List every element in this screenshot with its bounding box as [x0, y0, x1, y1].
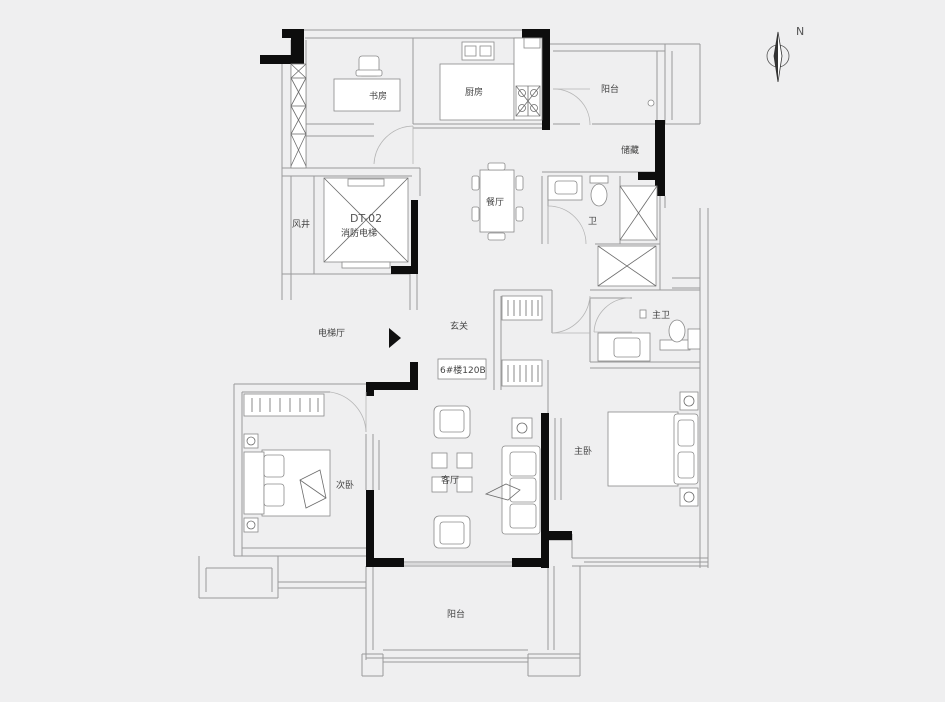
- room-label-foyer: 玄关: [450, 320, 468, 332]
- unit-type-label: 6#楼120B: [440, 364, 486, 376]
- room-label-master-bedroom: 主卧: [574, 445, 592, 457]
- room-label-storage: 储藏: [621, 144, 639, 156]
- kitchen-furniture: [439, 37, 543, 121]
- room-label-kitchen: 厨房: [465, 86, 483, 98]
- room-label-dining: 餐厅: [486, 196, 504, 208]
- doors: [329, 88, 632, 433]
- room-label-bath: 卫: [588, 217, 597, 227]
- master-bedroom-furniture: [607, 391, 699, 507]
- room-label-air-shaft: 风井: [292, 218, 310, 230]
- entrance-arrow-icon: [389, 328, 401, 348]
- compass-north-label: N: [796, 25, 804, 38]
- balcony-north-details: [647, 99, 655, 107]
- room-label-elevator-hall: 电梯厅: [318, 327, 345, 339]
- room-label-study: 书房: [369, 90, 387, 102]
- elevator-core: [323, 177, 409, 269]
- room-label-second-bedroom: 次卧: [336, 479, 354, 491]
- master-bath-fixtures: [597, 245, 701, 362]
- dining-table: [471, 162, 524, 241]
- second-bedroom-furniture: [243, 393, 331, 533]
- structural-walls: [260, 29, 665, 568]
- master-closets: [501, 295, 543, 387]
- fire-elevator-label: 消防电梯: [341, 227, 377, 239]
- study-furniture: [290, 55, 401, 169]
- room-label-balcony-north: 阳台: [601, 83, 619, 95]
- elevator-code-label: DT-02: [350, 212, 382, 225]
- bath-fixtures: [547, 175, 658, 241]
- room-label-balcony-south: 阳台: [447, 608, 465, 620]
- unit-type-box: [437, 358, 487, 380]
- room-label-living-room: 客厅: [441, 474, 459, 486]
- room-label-master-bath: 主卫: [652, 309, 670, 321]
- living-room-furniture: [431, 405, 541, 549]
- north-compass-icon: [766, 31, 790, 83]
